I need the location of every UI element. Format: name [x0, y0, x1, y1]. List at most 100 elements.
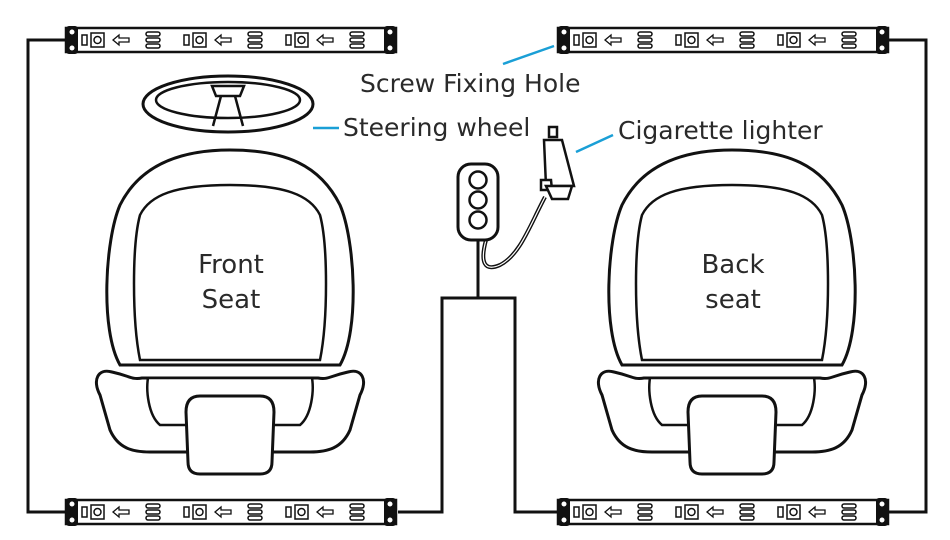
led-chip-lens	[585, 35, 594, 45]
led-strip-back-bottom	[556, 498, 890, 526]
resistor-icon	[81, 34, 88, 46]
led-strip-back-top	[556, 26, 890, 54]
solder-pad-icon	[637, 43, 653, 49]
controller-button-middle	[468, 190, 488, 210]
arrow-left-icon	[111, 33, 130, 47]
led-chip-icon	[684, 32, 699, 48]
screw-hole-icon	[561, 501, 567, 507]
wire-left-loop	[26, 38, 66, 514]
resistor-icon	[675, 506, 682, 518]
solder-pad-icon	[247, 37, 263, 43]
arrow-left-icon	[315, 505, 334, 519]
led-chip-icon	[582, 32, 597, 48]
led-chip-icon	[90, 504, 105, 520]
solder-pad-icon	[247, 509, 263, 515]
steering-wheel-icon	[141, 74, 315, 134]
solder-pad-icon	[841, 43, 857, 49]
solder-pad-icon	[349, 37, 365, 43]
resistor-icon	[81, 506, 88, 518]
arrow-left-icon	[213, 33, 232, 47]
solder-pad-icon	[637, 31, 653, 37]
screw-hole-icon	[561, 45, 567, 51]
led-chip-lens	[687, 507, 696, 517]
led-chip-icon	[90, 32, 105, 48]
solder-pad-icon	[145, 37, 161, 43]
screw-hole-icon	[879, 29, 885, 35]
solder-pad-icon	[739, 509, 755, 515]
solder-pad-icon	[841, 31, 857, 37]
solder-pad-icon	[637, 515, 653, 521]
strip-end-cap-left	[558, 498, 570, 526]
solder-pad-icon	[841, 37, 857, 43]
arrow-left-icon	[807, 505, 826, 519]
solder-pad-icon	[247, 31, 263, 37]
wire-right-loop	[886, 38, 928, 514]
solder-pad-icon	[739, 503, 755, 509]
resistor-icon	[285, 34, 292, 46]
solder-pad-icon	[145, 43, 161, 49]
resistor-icon	[777, 34, 784, 46]
solder-pad-icon	[739, 31, 755, 37]
controller-box-icon	[456, 162, 500, 242]
screw-hole-icon	[879, 501, 885, 507]
led-chip-lens	[93, 507, 102, 517]
screw-hole-icon	[879, 45, 885, 51]
strip-end-cap-left	[558, 26, 570, 54]
led-chip-icon	[786, 32, 801, 48]
strip-end-cap-right	[876, 26, 888, 54]
label-back-seat-line1: Back	[701, 250, 764, 280]
solder-pad-icon	[145, 509, 161, 515]
solder-pad-icon	[841, 509, 857, 515]
resistor-icon	[183, 506, 190, 518]
resistor-icon	[183, 34, 190, 46]
solder-pad-icon	[349, 515, 365, 521]
resistor-icon	[285, 506, 292, 518]
callout-line-screw-hole	[502, 44, 555, 66]
back-seat-icon	[597, 148, 867, 476]
label-front-seat-line1: Front	[198, 250, 264, 280]
led-chip-icon	[294, 504, 309, 520]
led-strip-front-top	[64, 26, 398, 54]
led-chip-lens	[195, 35, 204, 45]
screw-hole-icon	[561, 517, 567, 523]
arrow-left-icon	[603, 505, 622, 519]
resistor-icon	[675, 34, 682, 46]
label-back-seat-line2: seat	[705, 285, 761, 315]
callout-line-cigarette-lighter	[575, 133, 614, 154]
led-chip-icon	[582, 504, 597, 520]
screw-hole-icon	[561, 29, 567, 35]
strip-end-cap-left	[66, 498, 78, 526]
led-chip-lens	[585, 507, 594, 517]
screw-hole-icon	[879, 517, 885, 523]
label-front-seat-line2: Seat	[202, 285, 261, 315]
solder-pad-icon	[247, 503, 263, 509]
strip-end-cap-left	[66, 26, 78, 54]
arrow-left-icon	[705, 505, 724, 519]
arrow-left-icon	[705, 33, 724, 47]
label-steering-wheel: Steering wheel	[343, 113, 530, 142]
solder-pad-icon	[349, 509, 365, 515]
arrow-left-icon	[111, 505, 130, 519]
solder-pad-icon	[841, 503, 857, 509]
resistor-icon	[573, 34, 580, 46]
led-chip-icon	[192, 32, 207, 48]
label-screw-fixing-hole: Screw Fixing Hole	[360, 69, 580, 98]
led-chip-lens	[789, 507, 798, 517]
screw-hole-icon	[387, 45, 393, 51]
solder-pad-icon	[247, 515, 263, 521]
solder-pad-icon	[349, 43, 365, 49]
solder-pad-icon	[841, 515, 857, 521]
led-chip-lens	[687, 35, 696, 45]
solder-pad-icon	[637, 509, 653, 515]
cigarette-lighter-plug-icon	[539, 125, 576, 201]
resistor-icon	[777, 506, 784, 518]
resistor-icon	[573, 506, 580, 518]
solder-pad-icon	[739, 43, 755, 49]
controller-button-top	[468, 170, 488, 190]
strip-end-cap-right	[384, 498, 396, 526]
wire-to-back-bottom-strip	[442, 296, 558, 514]
led-chip-icon	[294, 32, 309, 48]
strip-end-cap-right	[876, 498, 888, 526]
screw-hole-icon	[387, 517, 393, 523]
